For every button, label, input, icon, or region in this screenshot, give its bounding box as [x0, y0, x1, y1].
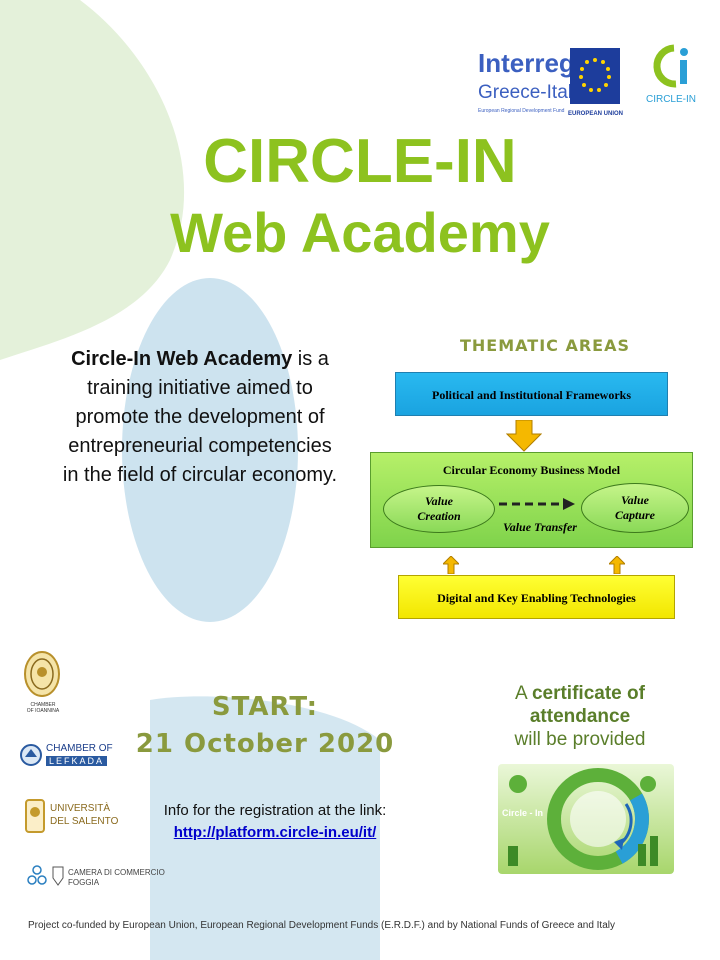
value-capture-label: Value Capture [614, 493, 655, 522]
dashed-arrow-icon [499, 498, 575, 510]
certificate-line2: attendance [529, 706, 631, 727]
registration-info: Info for the registration at the link: [163, 802, 387, 819]
partner-lefkada-line1: CHAMBER OF [46, 743, 113, 754]
political-frameworks-label: Political and Institutional Frameworks [431, 388, 631, 402]
partner-salento-line1: UNIVERSITÀ [50, 803, 111, 814]
circular-economy-icon [508, 768, 658, 870]
value-transfer-label: Value Transfer [503, 520, 577, 534]
lefkada-emblem-icon [20, 744, 42, 766]
registration-link[interactable]: http://platform.circle-in.eu/it/ [173, 824, 377, 841]
chamber-seal-icon [24, 651, 60, 697]
arrow-down-icon [506, 420, 542, 452]
start-label: START: [211, 692, 319, 722]
partner-ioannina-line1: CHAMBER [30, 702, 56, 708]
arrow-up-left-icon [443, 556, 459, 574]
partner-salento-line2: DEL SALENTO [50, 816, 119, 827]
intro-bold: Circle-In Web Academy [71, 348, 293, 370]
value-capture-oval: Value Capture [581, 483, 689, 533]
arrow-up-right-icon [609, 556, 625, 574]
intro-text: Circle-In Web Academy is a training init… [60, 345, 340, 490]
partner-logo-salento: UNIVERSITÀ DEL SALENTO [24, 796, 118, 838]
partner-logo-foggia: CAMERA DI COMMERCIO FOGGIA [26, 860, 165, 894]
circle-in-logo-icon [653, 44, 688, 88]
foggia-emblem-icon [27, 865, 47, 885]
foggia-shield-icon [52, 866, 64, 886]
circle-in-logo: CIRCLE-IN [640, 40, 702, 120]
partner-logo-lefkada: CHAMBER OF LEFKADA [20, 738, 113, 778]
value-creation-label: Value Creation [417, 494, 461, 523]
digital-technologies-label: Digital and Key Enabling Technologies [437, 591, 636, 605]
partner-ioannina-line2: OF IOANNINA [26, 708, 60, 714]
partner-foggia-line2: FOGGIA [68, 878, 100, 887]
page-title: CIRCLE-IN [203, 127, 517, 196]
salento-emblem-icon [25, 799, 45, 833]
interreg-title: Interreg [478, 48, 575, 78]
footer-note: Project co-funded by European Union, Eur… [28, 920, 615, 931]
partner-logo-ioannina: CHAMBER OF IOANNINA [18, 650, 68, 716]
partner-foggia-line1: CAMERA DI COMMERCIO [68, 868, 165, 877]
interreg-logo: Interreg Greece-Italy European Regional … [478, 48, 628, 122]
start-date: 21 October 2020 [135, 729, 395, 759]
certificate-image-caption: Circle - In [502, 808, 544, 818]
eu-flag-icon [570, 48, 620, 104]
circle-in-logo-text: CIRCLE-IN [645, 94, 696, 105]
business-model-label: Circular Economy Business Model [442, 463, 621, 477]
political-frameworks-box: Political and Institutional Frameworks [395, 372, 668, 416]
business-model-box: Circular Economy Business Model Value Cr… [370, 452, 693, 548]
intro-body: is a training initiative aimed to promot… [62, 348, 338, 486]
value-creation-oval: Value Creation [383, 485, 495, 533]
certificate-image: Circle - In [498, 764, 674, 874]
interreg-subtitle: Greece-Italy [478, 82, 582, 103]
certificate-line1-pre: A [515, 683, 532, 704]
partner-lefkada-line2: LEFKADA [46, 756, 108, 766]
eu-label: EUROPEAN UNION [568, 111, 624, 117]
digital-technologies-box: Digital and Key Enabling Technologies [398, 575, 675, 619]
thematic-heading: THEMATIC AREAS [459, 336, 630, 355]
certificate-line3: will be provided [514, 729, 646, 750]
interreg-fund: European Regional Development Fund [478, 108, 565, 114]
certificate-line1: A certificate of [480, 683, 680, 705]
page-subtitle: Web Academy [170, 201, 550, 264]
certificate-line1-bold: certificate of [531, 683, 645, 704]
